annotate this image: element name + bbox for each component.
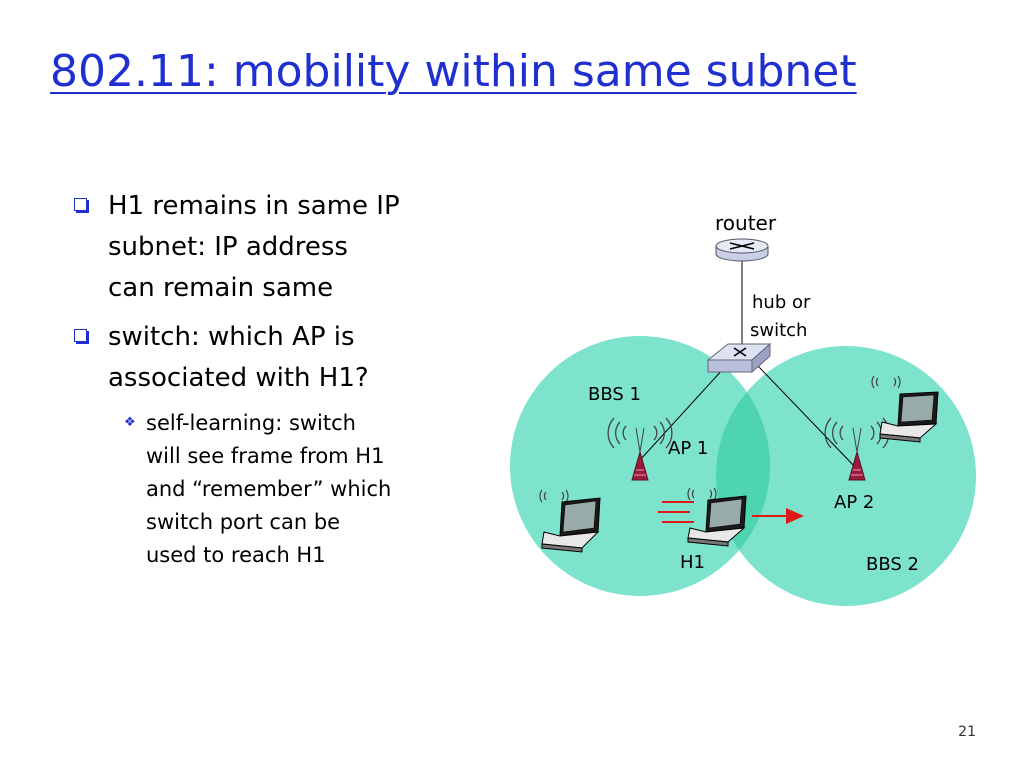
h1-laptop-icon — [687, 487, 747, 547]
bullet-list: H1 remains in same IP subnet: IP address… — [72, 186, 492, 572]
switch-icon — [706, 342, 772, 374]
bbs2-label: BBS 2 — [866, 554, 919, 575]
switch-label-line2: switch — [750, 320, 807, 341]
motion-lines-icon — [658, 501, 694, 523]
ap2-label: AP 2 — [834, 492, 874, 513]
laptop-icon — [871, 375, 939, 443]
laptop-icon — [539, 489, 601, 553]
router-icon — [715, 238, 769, 262]
bullet-switch-ap: switch: which AP is associated with H1? — [72, 317, 492, 399]
h1-label: H1 — [680, 552, 705, 573]
bbs1-label: BBS 1 — [588, 384, 641, 405]
slide-title: 802.11: mobility within same subnet — [50, 46, 857, 97]
sub-bullet-self-learning: ❖ self-learning: switch will see frame f… — [124, 411, 392, 567]
ap1-antenna-icon — [607, 417, 673, 481]
square-bullet-icon — [74, 329, 87, 342]
switch-ap1-link — [639, 367, 725, 461]
ap1-label: AP 1 — [668, 438, 708, 459]
switch-ap2-link — [757, 365, 857, 469]
switch-label-line1: hub or — [752, 292, 811, 313]
page-number: 21 — [958, 724, 976, 740]
bullet-ip-subnet: H1 remains in same IP subnet: IP address… — [72, 186, 492, 309]
router-label: router — [715, 211, 777, 235]
ap2-antenna-icon — [824, 417, 890, 481]
square-bullet-icon — [74, 198, 87, 211]
diamond-bullet-icon: ❖ — [124, 415, 136, 430]
